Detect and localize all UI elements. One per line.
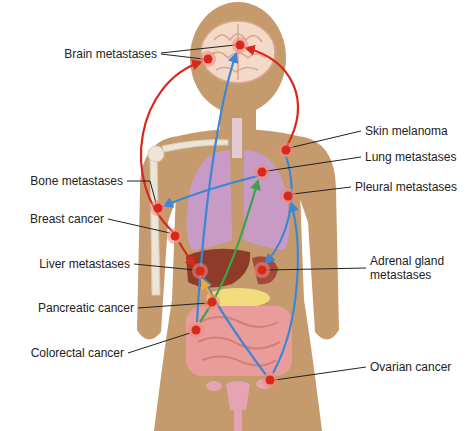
lesion-dot xyxy=(266,376,275,385)
brain xyxy=(201,21,275,83)
callout-label: Adrenal gland metastases xyxy=(370,254,466,282)
spread-arrow xyxy=(204,279,266,375)
clavicle xyxy=(162,140,228,152)
leader-line xyxy=(289,131,361,148)
lesion-dot xyxy=(196,267,205,276)
dot-glow xyxy=(278,142,294,158)
vagina xyxy=(234,410,242,431)
trachea xyxy=(232,118,242,158)
callout-label: Lung metastases xyxy=(365,150,456,164)
brain-outline xyxy=(201,21,275,83)
liver xyxy=(186,249,250,288)
dot-glow xyxy=(167,228,183,244)
small-intestine xyxy=(198,317,280,366)
lesion-dot xyxy=(171,232,180,241)
spread-arrow xyxy=(200,181,258,322)
lesion-dot xyxy=(154,204,163,213)
callout-label: Bone metastases xyxy=(30,174,123,188)
spread-arrow xyxy=(246,48,298,146)
right-arm xyxy=(294,136,339,340)
shoulder-joint xyxy=(148,146,164,162)
leader-line xyxy=(293,187,351,194)
leader-line xyxy=(138,303,208,308)
silhouette xyxy=(137,2,339,431)
callout-label: Liver metastases xyxy=(39,257,130,271)
lesion-dot xyxy=(236,41,245,50)
lungs xyxy=(186,118,289,250)
dot-glow xyxy=(254,262,270,278)
dot-glow xyxy=(232,37,248,53)
spread-arrow xyxy=(179,242,195,265)
spread-arrow xyxy=(141,62,201,232)
leader-line xyxy=(127,181,156,203)
callout-label: Brain metastases xyxy=(64,47,157,61)
dot-glow xyxy=(150,200,166,216)
lesion-dot xyxy=(282,146,291,155)
dot-glow xyxy=(200,51,216,67)
spread-arrows xyxy=(141,48,298,375)
lesion-dot xyxy=(258,168,267,177)
callout-label: Ovarian cancer xyxy=(370,360,451,374)
leader-line xyxy=(267,268,366,270)
leader-line xyxy=(161,54,203,59)
ovary xyxy=(206,381,222,391)
leader-line xyxy=(161,45,235,53)
dot-glow xyxy=(192,263,208,279)
lesion-dots xyxy=(150,37,296,388)
leader-line xyxy=(267,157,361,171)
spread-arrow xyxy=(197,54,236,322)
callout-label: Breast cancer xyxy=(30,212,104,226)
left-arm xyxy=(137,136,182,340)
callout-label: Colorectal cancer xyxy=(31,346,124,360)
humerus xyxy=(150,158,160,295)
lesion-dot xyxy=(192,326,201,335)
lesion-dot xyxy=(204,55,213,64)
lesion-dot xyxy=(208,298,217,307)
lesion-dot xyxy=(284,192,293,201)
leader-line xyxy=(128,333,190,353)
lesion-dot xyxy=(258,266,267,275)
dot-glow xyxy=(188,322,204,338)
callout-label: Pancreatic cancer xyxy=(38,301,134,315)
left-lung xyxy=(186,150,232,250)
dot-glow xyxy=(280,188,296,204)
dot-glow xyxy=(254,164,270,180)
callout-label: Skin melanoma xyxy=(365,124,448,138)
leader-line xyxy=(108,219,170,233)
leader-line xyxy=(134,264,195,270)
dot-glow xyxy=(262,372,278,388)
callout-label: Pleural metastases xyxy=(355,180,457,194)
dot-glow xyxy=(204,294,220,310)
uterus xyxy=(226,381,250,410)
reproductive-organs xyxy=(206,379,272,431)
leader-line xyxy=(275,367,366,380)
leader-lines xyxy=(108,45,366,380)
